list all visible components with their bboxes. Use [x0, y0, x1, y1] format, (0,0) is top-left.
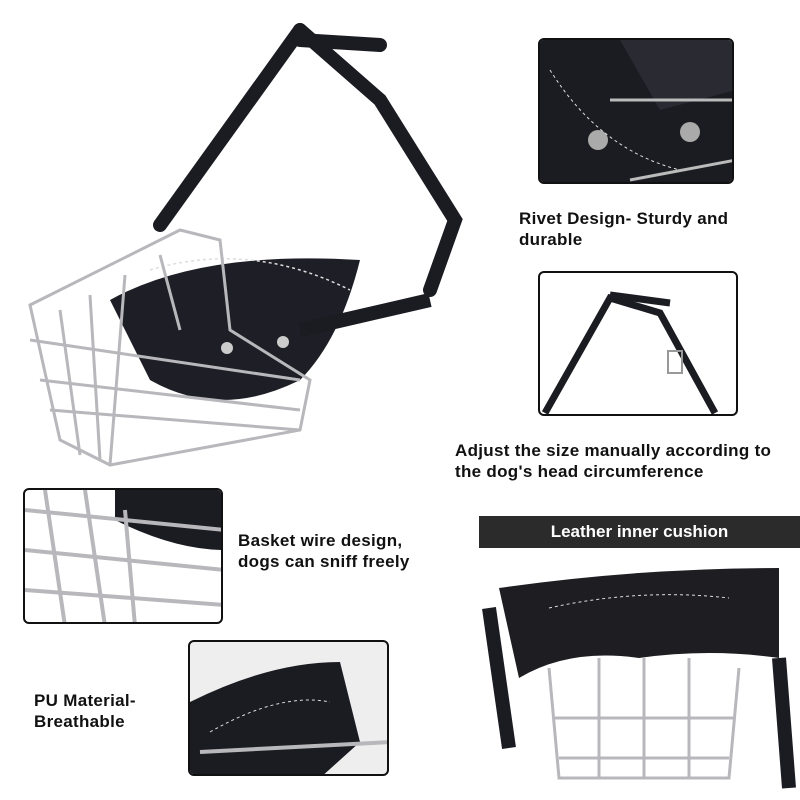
- pu-caption: PU Material- Breathable: [34, 691, 136, 731]
- rivet-caption: Rivet Design- Sturdy and durable: [519, 209, 729, 249]
- strap-adjust-image: [538, 271, 738, 416]
- leather-cushion-image: [479, 548, 800, 800]
- muzzle-main-image: [28, 23, 463, 467]
- basket-caption: Basket wire design, dogs can sniff freel…: [238, 531, 410, 571]
- basket-wire-image: [23, 488, 223, 624]
- pu-material-image: [188, 640, 389, 776]
- adjust-caption: Adjust the size manually according to th…: [455, 441, 772, 481]
- leather-cushion-banner: Leather inner cushion: [479, 516, 800, 548]
- rivet-detail-image: [538, 38, 734, 184]
